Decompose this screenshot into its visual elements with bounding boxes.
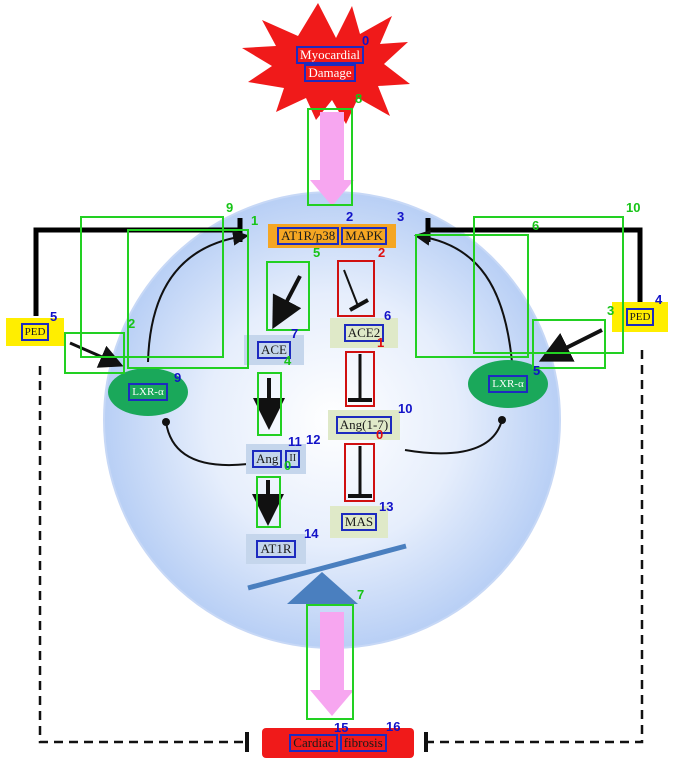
seesaw-fulcrum (287, 572, 358, 604)
label-red-0: 0 (376, 427, 384, 442)
label-blue-12: 12 (306, 432, 321, 447)
ang-ii-suffix: II (285, 450, 301, 468)
damage-label: Damage (304, 64, 356, 82)
annotation-box-green (256, 476, 281, 528)
ped-left-node: PED (6, 318, 64, 346)
ang-ii-label: Ang (251, 450, 283, 468)
lxr-right-label: LXR-α (488, 375, 528, 393)
myocardial-damage-node: Myocardial Damage (280, 46, 380, 82)
pink-arrow-bottom (310, 612, 354, 716)
label-blue-15: 15 (334, 720, 349, 735)
label-blue-16: 16 (386, 719, 401, 734)
label-blue-7: 7 (291, 326, 299, 341)
annotation-box-green (127, 229, 249, 369)
myocardial-label: Myocardial (296, 46, 364, 64)
left-ped-arrow (69, 341, 124, 368)
ace-node: ACE (244, 335, 304, 365)
label-green-4: 4 (284, 353, 292, 368)
ang-ii-node: Ang II (246, 444, 306, 474)
right-lxr-ang-curve (404, 419, 503, 455)
at1r-to-ace-arrow (272, 275, 302, 330)
label-green-10: 10 (626, 200, 641, 215)
label-green-1: 1 (251, 213, 259, 228)
at1r-mapk-node: AT1R/p38 MAPK (268, 224, 396, 248)
ang-1-7-label: Ang(1-7) (335, 416, 393, 434)
right-dashed-line (428, 350, 644, 744)
at1r-label: AT1R (256, 540, 296, 558)
ped-right-node: PED (612, 302, 668, 332)
label-green-6: 6 (532, 218, 540, 233)
mapk-ace2-inhibit (343, 269, 359, 307)
mapk-label: MAPK (341, 227, 387, 245)
label-blue-5: 5 (50, 309, 58, 324)
label-blue-2: 2 (346, 209, 354, 224)
label-red-2: 2 (378, 245, 386, 260)
mas-label: MAS (340, 513, 378, 531)
lxr-right-ellipse (468, 360, 548, 408)
label-green-9: 9 (226, 200, 234, 215)
annotation-box-green (80, 216, 224, 358)
annotation-box-red (337, 260, 375, 317)
ace2-node: ACE2 (330, 318, 398, 348)
label-blue-4: 4 (655, 292, 663, 307)
label-blue-9: 9 (174, 370, 182, 385)
at1r-p38-label: AT1R/p38 (277, 227, 340, 245)
annotation-box-red (344, 443, 375, 502)
label-red-1: 1 (377, 335, 385, 350)
label-blue-14: 14 (304, 526, 319, 541)
cardiac-label: Cardiac (289, 734, 338, 752)
right-curve-arrow (414, 229, 513, 363)
annotation-box-green (473, 216, 624, 354)
annotation-box-green (257, 372, 282, 436)
label-blue-3: 3 (397, 209, 405, 224)
right-inhibit-line (428, 227, 643, 316)
ang-1-7-node: Ang(1-7) (328, 410, 400, 440)
pink-arrow-top (310, 112, 354, 206)
at1r-node: AT1R (246, 534, 306, 564)
lxr-left-label: LXR-α (128, 383, 168, 401)
label-blue-13: 13 (379, 499, 394, 514)
ace2-label: ACE2 (343, 324, 385, 342)
label-green-0: 0 (284, 458, 292, 473)
left-dashed-line (38, 366, 245, 744)
lxr-left-node: LXR-α (116, 382, 180, 402)
annotation-box-green (266, 261, 310, 331)
label-blue-6: 6 (384, 308, 392, 323)
label-blue-11: 11 (288, 434, 302, 449)
left-lxr-ang-curve (165, 421, 249, 467)
label-blue-0: 0 (362, 33, 370, 48)
annotation-box-green (306, 604, 354, 720)
annotation-box-green (532, 319, 606, 369)
ace-label: ACE (257, 341, 291, 359)
label-green-2: 2 (128, 316, 136, 331)
annotation-box-green (415, 234, 529, 358)
annotation-box-green (64, 332, 125, 374)
ped-left-label: PED (20, 323, 50, 341)
label-green-7: 7 (357, 587, 365, 602)
label-green-8: 8 (355, 91, 363, 106)
lxr-right-node: LXR-α (476, 374, 540, 394)
annotation-box-green (307, 108, 353, 206)
seesaw-beam (247, 543, 407, 591)
ped-right-label: PED (625, 308, 655, 326)
cardiac-fibrosis-node: Cardiac fibrosis (262, 728, 414, 758)
lxr-left-ellipse (108, 368, 188, 416)
mas-node: MAS (330, 506, 388, 538)
annotation-box-red (345, 351, 375, 407)
label-green-5: 5 (313, 245, 321, 260)
label-blue-10: 10 (398, 401, 413, 416)
label-green-3: 3 (607, 303, 615, 318)
fibrosis-label: fibrosis (339, 734, 387, 752)
label-blue-5b: 5 (533, 363, 541, 378)
